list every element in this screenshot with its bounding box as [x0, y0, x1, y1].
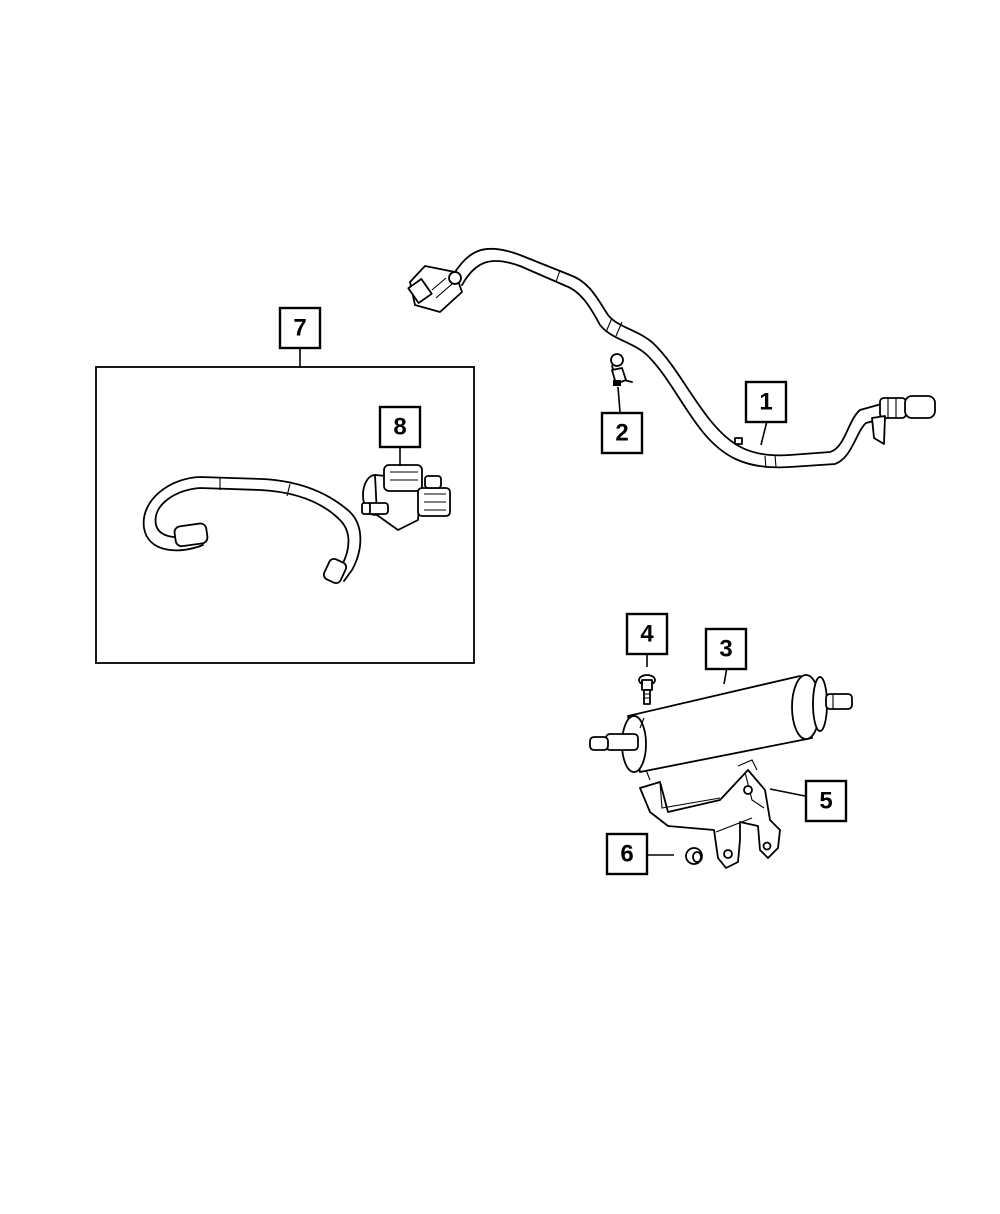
callout-3: 3 — [704, 627, 748, 671]
callout-5: 5 — [804, 779, 848, 823]
leader-5 — [769, 788, 811, 798]
nut — [685, 847, 703, 865]
bolt — [638, 674, 656, 705]
purge-valve — [361, 464, 451, 531]
vapor-hose-assembly — [407, 247, 936, 469]
callout-label: 2 — [615, 420, 628, 447]
callout-1: 1 — [744, 380, 788, 424]
mounting-bracket — [639, 759, 781, 869]
vapor-canister — [589, 674, 853, 781]
leader-2 — [617, 386, 621, 413]
callout-label: 5 — [819, 788, 832, 815]
callout-6: 6 — [605, 832, 649, 876]
callout-2: 2 — [600, 411, 644, 455]
purge-hose — [142, 476, 362, 585]
callout-label: 1 — [759, 389, 772, 416]
callout-label: 7 — [293, 315, 306, 342]
callout-7: 7 — [278, 306, 322, 350]
callout-label: 6 — [620, 841, 633, 868]
callout-8: 8 — [378, 405, 422, 449]
leader-1 — [760, 420, 768, 446]
callout-label: 3 — [719, 636, 732, 663]
kit-group-frame — [95, 366, 475, 664]
callout-4: 4 — [625, 612, 669, 656]
hose-clip — [610, 353, 633, 386]
callout-label: 8 — [393, 414, 406, 441]
callout-label: 4 — [640, 621, 654, 648]
